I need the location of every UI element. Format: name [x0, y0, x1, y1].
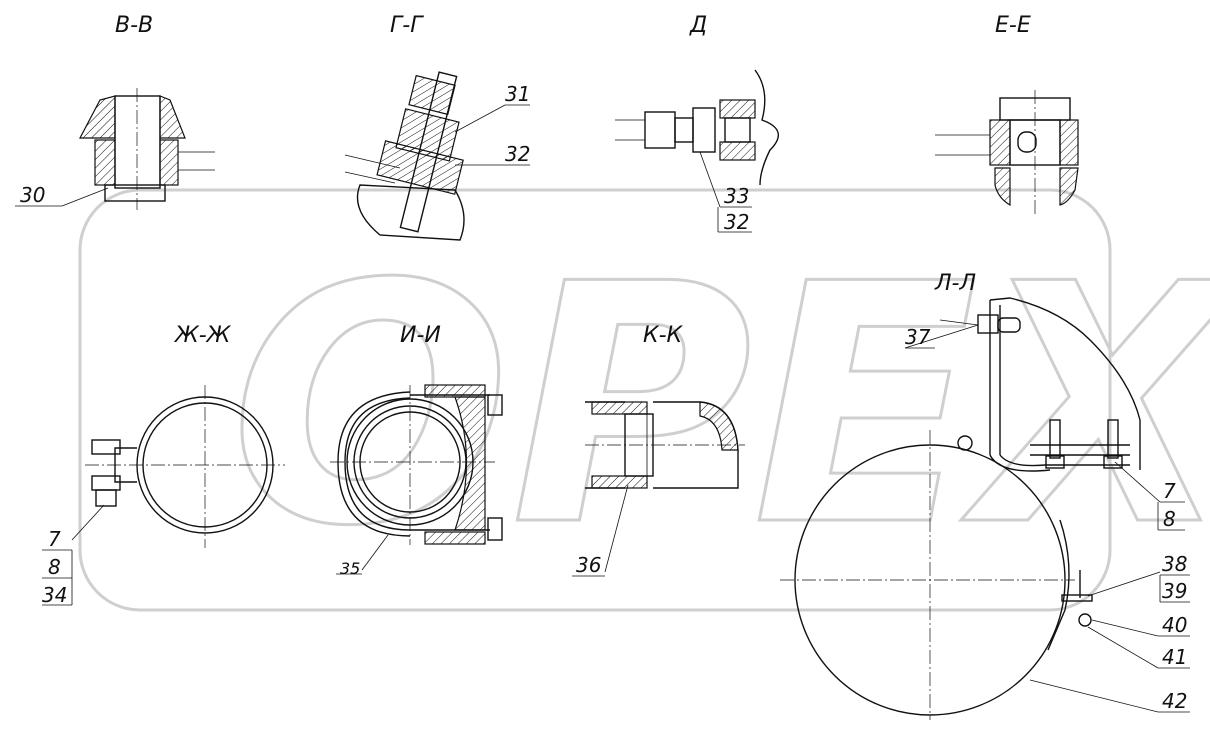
- callout-35: 35: [340, 559, 360, 578]
- callout-33: 33: [724, 184, 749, 208]
- view-label-ee: Е-Е: [995, 13, 1031, 38]
- view-label-zhzh: Ж-Ж: [173, 323, 232, 348]
- view-gg: Г-Г 31 32: [344, 13, 530, 241]
- view-ee: Е-Е: [935, 13, 1079, 215]
- callout-30: 30: [20, 183, 45, 207]
- callout-39: 39: [1162, 579, 1187, 603]
- view-d: Д 33 32: [615, 13, 779, 234]
- callout-40: 40: [1162, 613, 1187, 637]
- callout-8-ll: 8: [1163, 507, 1176, 531]
- callout-7-zhzh: 7: [48, 527, 61, 551]
- callout-34: 34: [42, 583, 67, 607]
- callout-8-zhzh: 8: [48, 555, 61, 579]
- view-label-kk: К-К: [643, 323, 684, 348]
- view-label-vv: В-В: [115, 13, 153, 38]
- callout-31: 31: [505, 82, 530, 106]
- callout-38: 38: [1162, 552, 1187, 576]
- callout-32-gg: 32: [505, 142, 530, 166]
- view-vv: В-В 30: [15, 13, 215, 210]
- view-ll: Л-Л 37 7 8 38 3: [780, 271, 1190, 720]
- callout-7-ll: 7: [1163, 479, 1176, 503]
- callout-37: 37: [905, 325, 931, 349]
- watermark: OPEX: [78, 188, 1210, 612]
- view-label-gg: Г-Г: [390, 13, 424, 38]
- view-label-d: Д: [689, 13, 707, 38]
- callout-32-d: 32: [724, 210, 749, 234]
- callout-36: 36: [576, 553, 601, 577]
- view-ii: И-И 35: [330, 323, 503, 578]
- callout-41: 41: [1162, 645, 1187, 669]
- view-zhzh: Ж-Ж 7 8 34: [42, 323, 285, 607]
- watermark-text: OPEX: [230, 214, 1210, 598]
- view-label-ll: Л-Л: [934, 271, 976, 296]
- view-label-ii: И-И: [400, 323, 441, 348]
- callout-42: 42: [1162, 689, 1187, 713]
- view-kk: К-К 36: [572, 323, 745, 577]
